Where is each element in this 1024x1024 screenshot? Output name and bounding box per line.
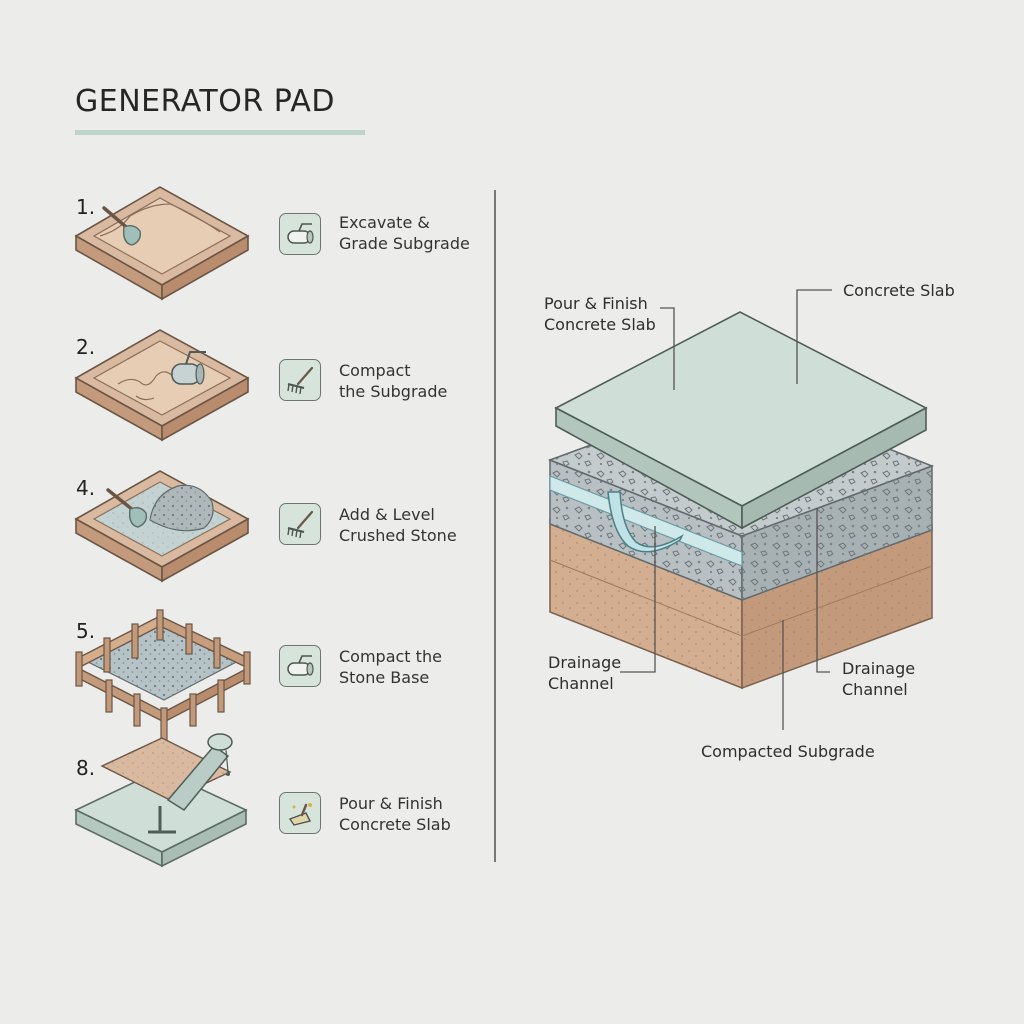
step-label-line: Compact [339, 361, 411, 380]
callout-pour-finish: Pour & Finish Concrete Slab [544, 293, 656, 335]
callout-drainage-channel-right: Drainage Channel [842, 658, 915, 700]
step-label-line: Compact the [339, 647, 442, 666]
callout-line: Channel [548, 674, 614, 693]
step-2-illustration [74, 329, 250, 442]
step-label: Compact the Subgrade [339, 360, 447, 402]
step-label-line: Excavate & [339, 213, 430, 232]
step-label-line: the Subgrade [339, 382, 448, 401]
step-label: Compact the Stone Base [339, 646, 442, 688]
step-label: Pour & Finish Concrete Slab [339, 793, 451, 835]
concrete-slab-layer [554, 311, 928, 530]
rake-icon [279, 503, 321, 545]
callout-line: Drainage [548, 653, 622, 672]
roller-icon [279, 213, 321, 255]
page-title: GENERATOR PAD [75, 84, 336, 119]
callout-drainage-channel-left: Drainage Channel [548, 652, 621, 694]
step-number: 2. [76, 335, 96, 359]
roller-icon [279, 645, 321, 687]
step-label: Excavate & Grade Subgrade [339, 212, 470, 254]
subgrade-layer [549, 518, 933, 690]
step-label-line: Concrete Slab [339, 815, 451, 834]
callout-line: Drainage [842, 659, 916, 678]
step-label-line: Grade Subgrade [339, 234, 470, 253]
step-8-illustration [74, 733, 248, 868]
callout-concrete-slab: Concrete Slab [843, 281, 955, 300]
step-number: 1. [76, 195, 96, 219]
step-number: 5. [76, 619, 96, 643]
step-label-line: Stone Base [339, 668, 430, 687]
callout-line: Concrete Slab [544, 315, 656, 334]
step-label: Add & Level Crushed Stone [339, 504, 457, 546]
title-underline [75, 130, 365, 135]
step-label-line: Pour & Finish [339, 794, 443, 813]
step-1-illustration [74, 186, 250, 301]
step-number: 4. [76, 476, 96, 500]
callout-line: Pour & Finish [544, 294, 648, 313]
callout-compacted-subgrade: Compacted Subgrade [701, 742, 875, 761]
step-4-illustration [74, 470, 250, 583]
rake-icon [279, 359, 321, 401]
callout-line: Channel [842, 680, 908, 699]
trowel-icon [279, 792, 321, 834]
vertical-divider [494, 190, 496, 862]
step-label-line: Add & Level [339, 505, 435, 524]
callout-leaders [620, 289, 832, 730]
step-5-illustration [75, 609, 251, 741]
step-label-line: Crushed Stone [339, 526, 457, 545]
step-number: 8. [76, 756, 96, 780]
